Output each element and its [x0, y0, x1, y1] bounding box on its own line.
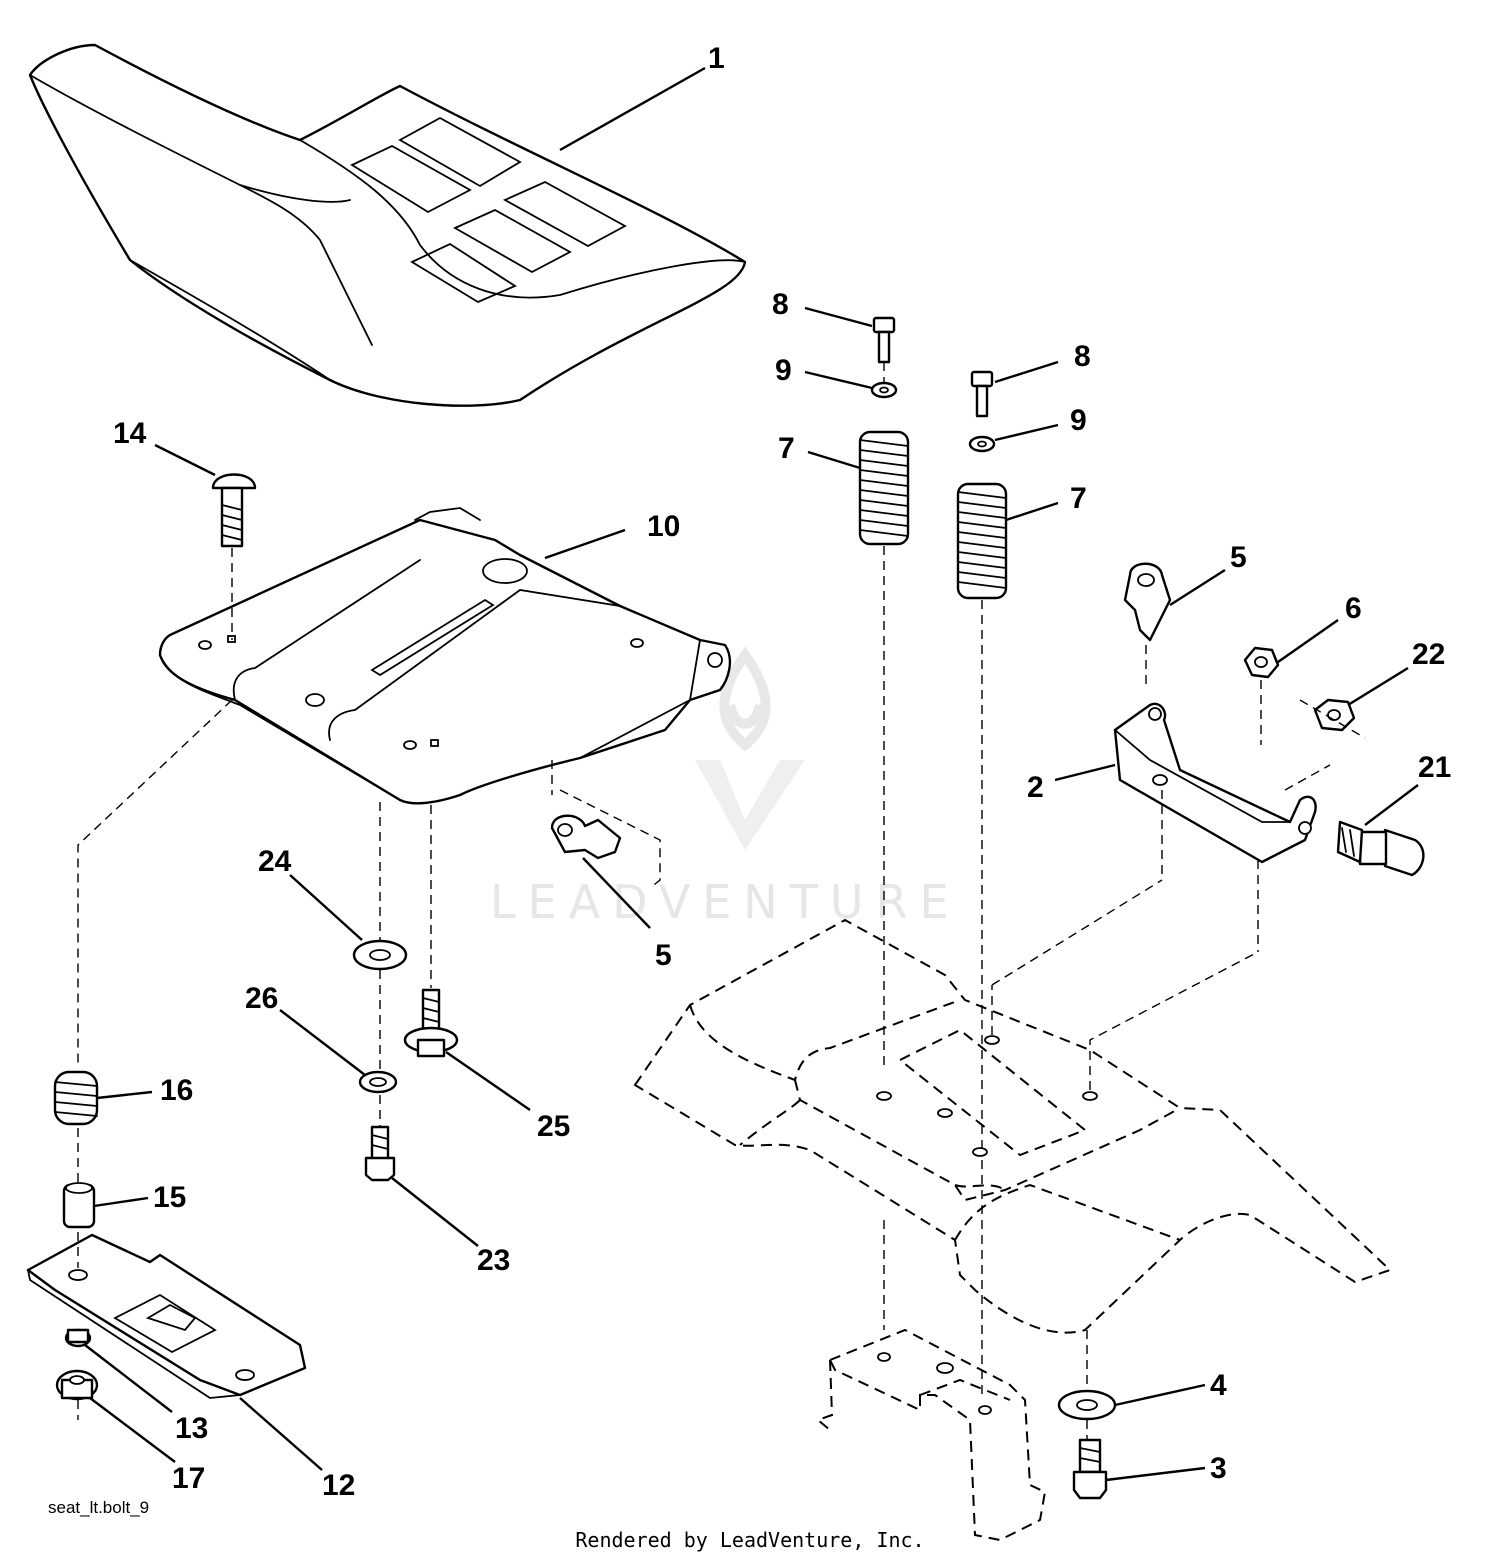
seat-grip-pads: [350, 116, 627, 304]
seat-switch-clip-lower: [550, 760, 661, 929]
tractor-frame: [633, 879, 1392, 1334]
flange-nut-13: [64, 1328, 173, 1413]
render-credit: Rendered by LeadVenture, Inc.: [575, 1528, 925, 1552]
callout-13: 13: [175, 1412, 208, 1445]
callout-26: 26: [245, 982, 278, 1015]
callout-10: 10: [647, 510, 680, 543]
callout-23: 23: [477, 1244, 510, 1277]
flange-nut-17: [55, 1369, 176, 1463]
callout-7-right: 7: [1070, 482, 1087, 515]
callout-5-lower: 5: [655, 939, 672, 972]
hex-bolt-right: [1072, 1420, 1206, 1500]
callout-12: 12: [322, 1469, 355, 1502]
hex-nut: [1299, 666, 1409, 739]
callout-3: 3: [1210, 1452, 1227, 1485]
spacer-15: [62, 1128, 149, 1229]
callout-2: 2: [1027, 771, 1044, 804]
callout-7-left: 7: [778, 432, 795, 465]
seat-cushion: [28, 43, 747, 407]
flat-washer-right: [1057, 1330, 1206, 1421]
flat-washer-24: [289, 802, 408, 971]
shoulder-bolt: [1336, 784, 1425, 877]
watermark: LEADVENTURE: [490, 646, 961, 929]
callout-24: 24: [258, 845, 292, 878]
callout-6: 6: [1345, 592, 1362, 625]
callout-9-right: 9: [1070, 404, 1087, 437]
callout-8-right: 8: [1074, 340, 1091, 373]
callout-5-upper: 5: [1230, 541, 1247, 574]
flange-bolt-25: [403, 805, 531, 1111]
callout-25: 25: [537, 1110, 570, 1143]
hex-bolt-23: [364, 1095, 479, 1247]
slide-plate-12: [26, 1232, 323, 1471]
watermark-v-icon: [695, 760, 805, 850]
callout-1: 1: [708, 42, 725, 75]
callout-8-left: 8: [772, 288, 789, 321]
lock-washer-26: [279, 970, 398, 1094]
watermark-flame-icon: [719, 646, 771, 752]
seat-switch-clip-upper: [1123, 562, 1226, 685]
callout-labels: 1 8 9 8 9 7 7 14 10 5 6 22 2 21 24 5 26 …: [113, 42, 1451, 1502]
compression-spring-16: [53, 699, 233, 1126]
carriage-bolt: [154, 443, 257, 640]
mounting-bracket: [1054, 702, 1331, 952]
spring-assembly-left: [804, 306, 910, 1070]
watermark-text: LEADVENTURE: [490, 875, 961, 929]
callout-16: 16: [160, 1074, 193, 1107]
callout-21: 21: [1418, 751, 1451, 784]
lock-nut: [1243, 619, 1339, 745]
callout-17: 17: [172, 1462, 205, 1495]
spring-assembly-right: [956, 360, 1059, 1150]
callout-22: 22: [1412, 638, 1445, 671]
seat-pan: [158, 507, 732, 805]
callout-4: 4: [1210, 1369, 1227, 1402]
drawing-id: seat_lt.bolt_9: [48, 1498, 150, 1517]
callout-14: 14: [113, 417, 147, 450]
callout-9-left: 9: [775, 354, 792, 387]
callout-15: 15: [153, 1181, 186, 1214]
seat-support-bracket: [816, 1160, 1047, 1542]
